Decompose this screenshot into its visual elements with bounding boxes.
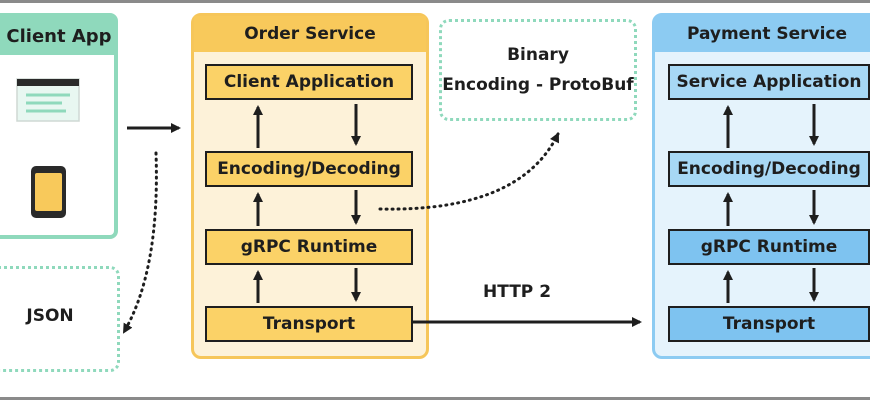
binary-label: Binary [507, 45, 569, 65]
http2-label: HTTP 2 [483, 282, 552, 302]
order-client-application-layer: Client Application [205, 64, 413, 100]
order-transport-layer: Transport [205, 306, 413, 342]
client-to-json-arrow [122, 151, 158, 334]
json-label: JSON [26, 306, 74, 326]
bottom-border [0, 397, 870, 400]
protobuf-label: Encoding - ProtoBuf [442, 75, 634, 95]
json-box [0, 266, 120, 372]
order-encoding-decoding-layer: Encoding/Decoding [205, 151, 413, 187]
client-app-panel: Client App [0, 13, 118, 239]
payment-service-application-layer: Service Application [668, 64, 870, 100]
binary-encoding-box [439, 19, 637, 121]
payment-grpc-runtime-layer: gRPC Runtime [668, 229, 870, 265]
order-grpc-runtime-layer: gRPC Runtime [205, 229, 413, 265]
top-border [0, 0, 870, 3]
payment-encoding-decoding-layer: Encoding/Decoding [668, 151, 870, 187]
payment-transport-layer: Transport [668, 306, 870, 342]
payment-service-title: Payment Service [655, 16, 870, 52]
client-app-title: Client App [0, 17, 114, 55]
order-service-title: Order Service [194, 16, 426, 52]
